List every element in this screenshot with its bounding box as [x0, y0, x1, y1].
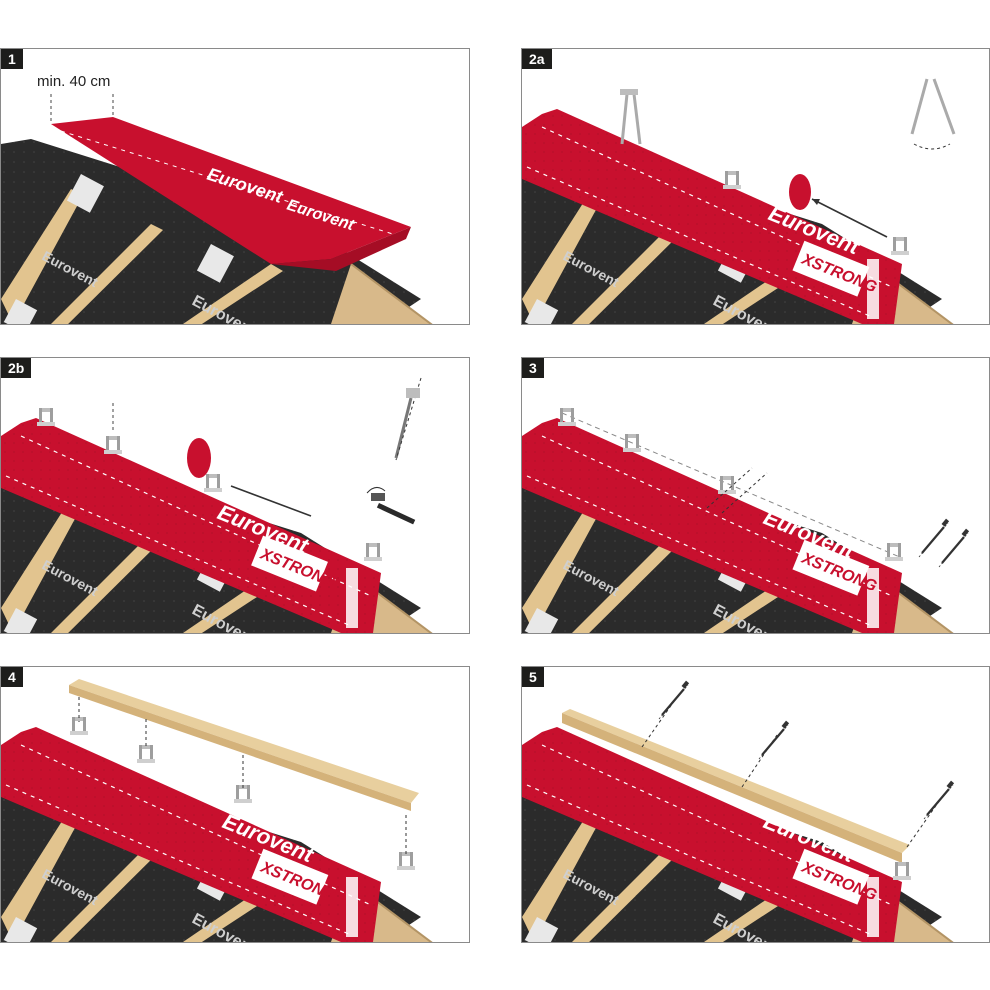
- ridge-bracket-icon: [558, 408, 576, 426]
- roof-illustration: Eurovent XSTRONG: [522, 679, 973, 942]
- panel-step-5: 5 Eurovent XSTRONG: [521, 666, 990, 943]
- screw-icon: [657, 679, 691, 721]
- step-badge: 3: [522, 358, 544, 378]
- nail-icon: [937, 527, 971, 569]
- roof-illustration: Eurovent XSTRONG: [1, 377, 452, 633]
- roof-illustration: Eurovent XSTRONG: [522, 78, 973, 324]
- ridge-bracket-icon: [620, 89, 642, 145]
- panel-step-4: 4 Eurovent XSTRONG: [0, 666, 470, 943]
- timber-batten-icon: [69, 679, 419, 811]
- roof-illustration: Eurovent Eurovent: [1, 94, 452, 324]
- cap-washer-icon: [789, 174, 811, 210]
- step-badge: 2a: [522, 49, 552, 69]
- ridge-bracket-icon: [37, 408, 55, 426]
- ridge-bracket-icon: [104, 436, 122, 454]
- ridge-bracket-icon: [885, 543, 903, 561]
- step-badge: 2b: [1, 358, 32, 378]
- screw-icon: [757, 719, 791, 761]
- nail-icon: [917, 517, 951, 559]
- ridge-bracket-icon: [70, 717, 88, 735]
- timber-batten-icon: [562, 709, 910, 863]
- ridge-bracket-icon: [723, 171, 741, 189]
- ridge-bracket-icon: [397, 852, 415, 870]
- screw-icon: [922, 779, 956, 821]
- panel-step-1: 1 min. 40 cm Eurovent Eurovent: [0, 48, 470, 325]
- panel-step-3: 3 Eurovent XSTRONG: [521, 357, 990, 634]
- ridge-bracket-icon: [364, 543, 382, 561]
- step-badge: 1: [1, 49, 23, 69]
- ridge-bracket-icon: [910, 78, 956, 150]
- step-badge: 4: [1, 667, 23, 687]
- ridge-bracket-icon: [891, 237, 909, 255]
- screw-icon: [394, 377, 422, 461]
- cap-washer-icon: [187, 438, 211, 478]
- ridge-bracket-icon: [893, 862, 911, 880]
- step-badge: 5: [522, 667, 544, 687]
- ridge-bracket-icon: [718, 476, 736, 494]
- min-overlap-label: min. 40 cm: [37, 73, 111, 90]
- panel-step-2a: 2a Eurovent XSTRONG: [521, 48, 990, 325]
- roof-illustration: Eurovent XSTRONG: [1, 679, 452, 942]
- ridge-bracket-icon: [137, 745, 155, 763]
- ridge-bracket-icon: [204, 474, 222, 492]
- panel-step-2b: 2b Eurovent XSTRONG: [0, 357, 470, 634]
- hammer-icon: [366, 487, 416, 525]
- roof-illustration: Eurovent XSTRONG: [522, 408, 973, 633]
